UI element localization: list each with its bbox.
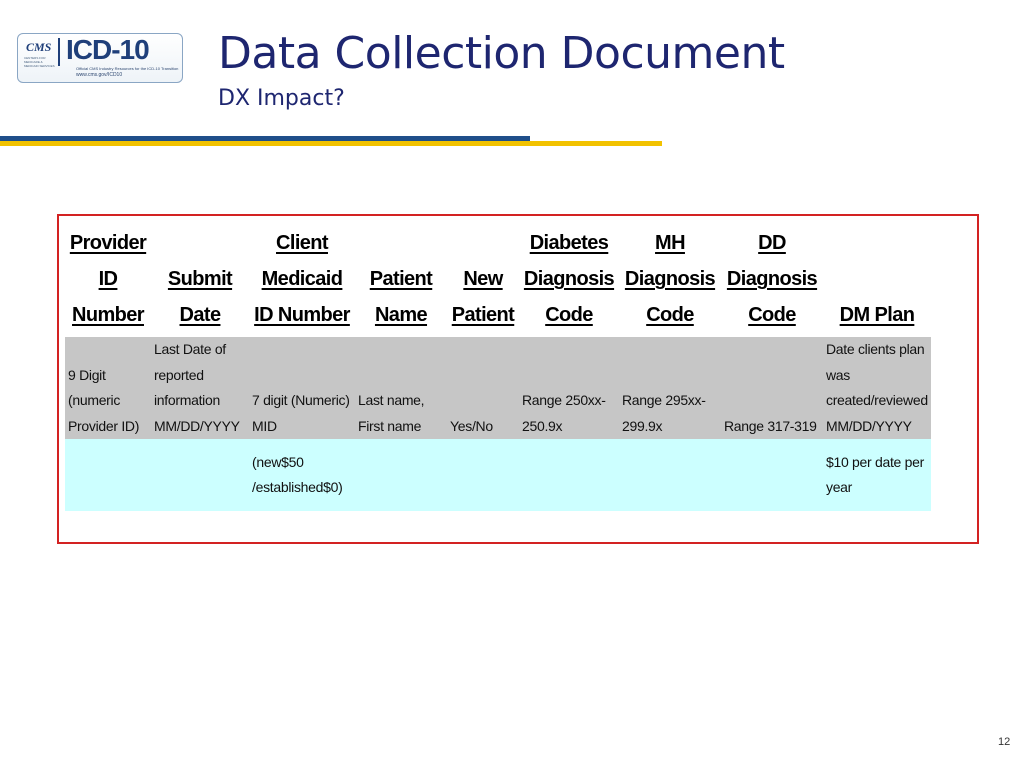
cell-line: information: [154, 392, 220, 408]
cell-line: 9 Digit: [68, 366, 106, 383]
cell-new-patient: [447, 439, 519, 511]
cell-line: Patient: [451, 304, 515, 326]
cell-patient-name: Last name, First name: [355, 337, 447, 439]
header-dm-plan: DM Plan: [823, 225, 931, 337]
cell-line: First name: [358, 417, 422, 434]
cell-line: Diabetes: [529, 232, 609, 254]
cell-line: MM/DD/YYYY: [154, 417, 240, 434]
logo-divider: [58, 38, 60, 66]
cell-diabetes-dx-code: [519, 439, 619, 511]
icd10-logo: CMS CENTERS FOR MEDICARE & MEDICAID SERV…: [17, 33, 183, 83]
slide-title: Data Collection Document: [218, 28, 785, 79]
cell-line: /established$0): [252, 479, 343, 495]
cell-line: Range 295xx-: [622, 392, 706, 408]
cell-line: created/reviewed: [826, 392, 928, 408]
cell-line: year: [826, 479, 853, 495]
cell-line: MM/DD/YYYY: [826, 417, 912, 434]
title-rule-blue: [0, 136, 530, 141]
logo-url: www.cms.gov/ICD10: [76, 72, 123, 78]
cell-line: Medicaid: [261, 268, 343, 290]
icd10-logo-text: ICD-10: [66, 34, 150, 65]
cell-line: Number: [72, 304, 145, 326]
cell-mh-dx-code: [619, 439, 721, 511]
cell-line: (numeric: [68, 392, 121, 408]
cell-line: $10 per date per: [826, 453, 924, 470]
cell-line: Diagnosis: [726, 268, 818, 290]
cell-line: Diagnosis: [624, 268, 716, 290]
cell-line: Range 250xx-: [522, 392, 606, 408]
cell-dm-plan: $10 per date per year: [823, 439, 931, 511]
cell-line: Code: [545, 304, 593, 326]
cell-mh-dx-code: Range 295xx- 299.9x: [619, 337, 721, 439]
cell-line: MID: [252, 417, 277, 434]
cell-diabetes-dx-code: Range 250xx- 250.9x: [519, 337, 619, 439]
cell-line: 7 digit (Numeric): [252, 392, 350, 408]
cell-line: was: [826, 366, 850, 383]
logo-tagline: Official CMS Industry Resources for the …: [76, 66, 179, 71]
cell-line: DM Plan: [839, 304, 915, 326]
cell-dd-dx-code: Range 317-319: [721, 337, 823, 439]
cell-line: Client: [276, 232, 329, 254]
cell-line: Date clients plan: [826, 341, 925, 357]
cell-line: DD: [758, 232, 786, 254]
cell-line: Yes/No: [450, 417, 493, 434]
cell-line: MH: [655, 232, 686, 254]
cell-line: ID: [98, 268, 118, 290]
cell-line: Range 317-319: [724, 417, 817, 434]
cell-line: reported: [154, 366, 204, 383]
cell-new-patient: Yes/No: [447, 337, 519, 439]
table-row: (new$50/established$0) $10 per date per ye…: [65, 439, 931, 511]
cell-line: 299.9x: [622, 417, 663, 434]
cms-logo-subtext: CENTERS FOR MEDICARE & MEDICAID SERVICES: [24, 56, 55, 68]
cell-line: Submit: [167, 268, 233, 290]
page-number: 12: [998, 736, 1011, 748]
cell-line: (new$50: [252, 453, 304, 470]
cell-client-medicaid-id: 7 digit (Numeric) MID: [249, 337, 355, 439]
slide-subtitle: DX Impact?: [218, 86, 345, 111]
cell-dd-dx-code: [721, 439, 823, 511]
cell-line: Name: [374, 304, 428, 326]
cell-line: Provider ID): [68, 417, 140, 434]
title-rule-gold: [0, 141, 662, 146]
cell-patient-name: [355, 439, 447, 511]
cell-line: Patient: [369, 268, 433, 290]
cell-line: 250.9x: [522, 417, 563, 434]
cell-line: Code: [748, 304, 796, 326]
cell-line: Last name,: [358, 392, 425, 408]
cell-line: ID Number: [254, 304, 350, 326]
cell-line: Diagnosis: [523, 268, 615, 290]
cell-line: Provider: [69, 232, 147, 254]
cell-line: Date: [179, 304, 222, 326]
cms-logo-text: CMS: [26, 40, 52, 54]
cell-line: Code: [646, 304, 694, 326]
cell-submit-date: [151, 439, 249, 511]
cell-line: New: [463, 268, 503, 290]
cell-provider-id: [65, 439, 151, 511]
cell-line: Last Date of: [154, 341, 226, 357]
cell-client-medicaid-id: (new$50/established$0): [249, 439, 355, 511]
